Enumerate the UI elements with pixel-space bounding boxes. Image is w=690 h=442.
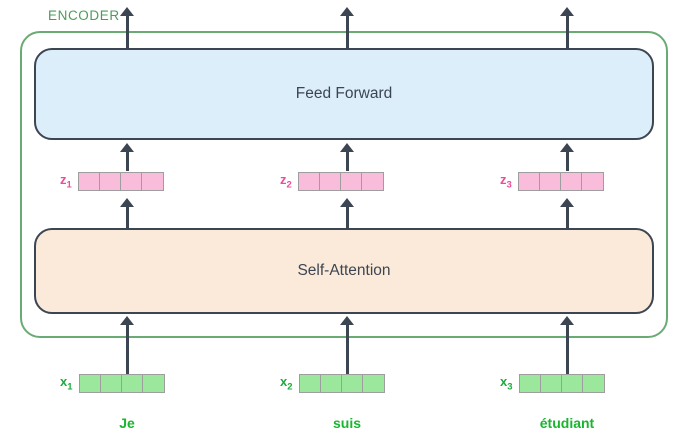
arrowhead-icon: [120, 198, 134, 207]
encoder-label: ENCODER: [44, 8, 124, 24]
vector-cell: [518, 173, 540, 190]
arrow-x3-to-selfattention: [560, 316, 574, 375]
vector-z1-label: z1: [60, 171, 72, 191]
arrowhead-icon: [340, 198, 354, 207]
vector-x1-cells: [78, 374, 165, 393]
arrowhead-icon: [120, 316, 134, 325]
vector-cell: [581, 173, 603, 190]
self-attention-box: Self-Attention: [34, 228, 654, 314]
arrowhead-icon: [340, 7, 354, 16]
vector-cell: [320, 375, 342, 392]
arrow-z2-to-feedforward-2: [340, 143, 354, 171]
arrow-selfattention-to-z2: [340, 198, 354, 228]
vector-z1: z1: [60, 172, 164, 191]
vector-z2-label: z2: [280, 171, 292, 191]
vector-cell: [319, 173, 341, 190]
feed-forward-box: Feed Forward: [34, 48, 654, 140]
arrowhead-icon: [560, 198, 574, 207]
vector-cell: [561, 375, 583, 392]
vector-z3: z3: [500, 172, 604, 191]
vector-cell: [78, 173, 100, 190]
vector-cell: [560, 173, 582, 190]
vector-cell: [539, 173, 561, 190]
vector-cell: [298, 173, 320, 190]
arrowhead-icon: [560, 7, 574, 16]
vector-z2: z2: [280, 172, 384, 191]
vector-cell: [341, 375, 363, 392]
vector-cell: [141, 173, 163, 190]
arrow-x1-to-selfattention: [120, 316, 134, 375]
vector-cell: [361, 173, 383, 190]
arrowhead-icon: [340, 316, 354, 325]
vector-x3-label: x3: [500, 373, 513, 393]
encoder-frame: [20, 31, 668, 338]
vector-z3-cells: [517, 172, 604, 191]
vector-z3-label: z3: [500, 171, 512, 191]
word-je: Je: [119, 415, 135, 431]
vector-x3: x3: [500, 374, 605, 393]
vector-cell: [340, 173, 362, 190]
arrow-encoder-output-2: [340, 7, 354, 48]
vector-cell: [582, 375, 604, 392]
arrow-encoder-output-3: [560, 7, 574, 48]
vector-cell: [519, 375, 541, 392]
vector-x3-cells: [518, 374, 605, 393]
arrow-selfattention-to-z3: [560, 198, 574, 228]
vector-x2-cells: [298, 374, 385, 393]
arrow-selfattention-to-z1: [120, 198, 134, 228]
vector-cell: [121, 375, 143, 392]
vector-x2: x2: [280, 374, 385, 393]
vector-cell: [79, 375, 101, 392]
arrowhead-icon: [560, 143, 574, 152]
feed-forward-label: Feed Forward: [295, 85, 393, 102]
arrow-x2-to-selfattention: [340, 316, 354, 375]
arrow-z1-to-feedforward-1: [120, 143, 134, 171]
arrow-encoder-output-1: [120, 7, 134, 48]
self-attention-label: Self-Attention: [297, 262, 391, 279]
vector-cell: [299, 375, 321, 392]
vector-x1-label: x1: [60, 373, 73, 393]
arrow-z3-to-feedforward-3: [560, 143, 574, 171]
vector-cell: [120, 173, 142, 190]
word-etudiant: étudiant: [539, 415, 595, 431]
arrowhead-icon: [340, 143, 354, 152]
vector-cell: [100, 375, 122, 392]
vector-cell: [99, 173, 121, 190]
vector-cell: [142, 375, 164, 392]
arrowhead-icon: [120, 143, 134, 152]
word-suis: suis: [332, 415, 361, 431]
arrowhead-icon: [560, 316, 574, 325]
vector-z2-cells: [297, 172, 384, 191]
vector-z1-cells: [77, 172, 164, 191]
vector-x1: x1: [60, 374, 165, 393]
vector-cell: [362, 375, 384, 392]
vector-x2-label: x2: [280, 373, 293, 393]
vector-cell: [540, 375, 562, 392]
arrowhead-icon: [120, 7, 134, 16]
